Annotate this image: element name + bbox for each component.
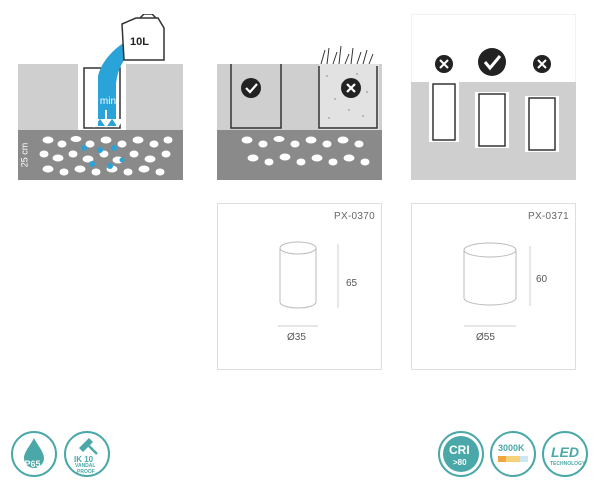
led-badge: LED TECHNOLOGY	[541, 430, 589, 478]
drain-time-label: 15 min	[86, 96, 117, 107]
led-label: LED	[551, 444, 579, 460]
product-card-px-0371: PX-0371 60 Ø55	[411, 203, 576, 370]
product-code: PX-0370	[333, 211, 375, 222]
product-diameter: Ø55	[476, 332, 495, 343]
hammer-icon	[64, 431, 110, 477]
install-drainage-panel: 10L 15 min 25 cm	[18, 14, 183, 180]
ik-vandal: VANDAL	[75, 463, 96, 469]
water-drop-icon	[11, 431, 57, 477]
product-card-px-0370: PX-0370 65 Ø35	[217, 203, 382, 370]
water-volume-label: 10L	[130, 36, 149, 48]
product-diameter: Ø35	[287, 332, 306, 343]
ip65-badge: IP65	[10, 430, 58, 478]
cri-value: >80	[453, 458, 467, 467]
cylinder-drawing	[278, 241, 339, 327]
install-surface-panel	[217, 14, 382, 180]
ip-rating: IP65	[22, 459, 41, 469]
led-technology: TECHNOLOGY	[550, 461, 586, 467]
product-height: 60	[536, 274, 548, 285]
depth-illustration	[411, 14, 576, 180]
cylinder-drawing	[463, 242, 531, 327]
color-temperature-badge: 3000K	[489, 430, 537, 478]
ik-proof: PROOF	[77, 469, 95, 475]
cri-label: CRI	[449, 443, 470, 457]
surface-illustration	[217, 14, 382, 180]
ik-rating: IK 10	[74, 455, 94, 464]
install-depth-panel	[411, 14, 576, 180]
product-code: PX-0371	[527, 211, 569, 222]
drainage-illustration	[18, 14, 183, 180]
gravel-depth-label: 25 cm	[19, 142, 30, 168]
product-height: 65	[346, 278, 358, 289]
ik10-badge: IK 10 VANDAL PROOF	[63, 430, 111, 478]
cri-badge: CRI >80	[437, 430, 485, 478]
cct-value: 3000K	[498, 443, 525, 453]
